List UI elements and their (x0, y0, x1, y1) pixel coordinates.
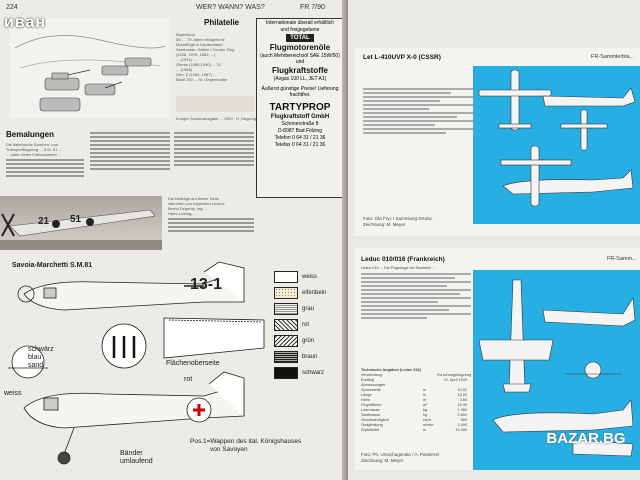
legend-item-elfenbein: elfenbein (274, 286, 342, 300)
card1-blue-drawing-panel (473, 66, 640, 224)
card1-caption: Foto: Ota Fryc / Sammlung Grünw. Zeichnu… (363, 216, 433, 227)
card2-title: Leduc 010/016 (Frankreich) (361, 256, 445, 263)
stamp-image (176, 96, 254, 112)
legend-item-weiss: weiss (274, 270, 342, 284)
philatelie-text: Bayerisbot 55: ... 75 Jahre erfolgreiche… (176, 32, 235, 82)
philatelie-title: Philatelie (204, 18, 240, 27)
label-rot: rot (184, 376, 193, 383)
card-leduc: Leduc 010/016 (Frankreich) FR-Samm... Le… (355, 248, 640, 470)
card1-tag: FR-Sammlerbla... (591, 54, 635, 60)
tank-sketch-illustration (10, 18, 170, 118)
issue-label: FR 7/90 (300, 4, 325, 11)
color-legend: weiss elfenbein grau rot grün braun schw… (274, 270, 342, 382)
label-flaechenoberseite: Flächenoberseite (166, 360, 220, 367)
page-header: WER? WANN? WAS? (196, 4, 265, 11)
label-schwarz-blau-sand: schwärz blau sand (28, 346, 54, 369)
card2-blue-drawing-panel (473, 270, 640, 470)
card2-caption: Foto: Ph. Ursochugentan / A. Pastierrei … (361, 452, 440, 463)
tartyprop-advertisement: Internationale überall erhältlich und fr… (256, 18, 344, 198)
philatelie-author: H. Degenig (236, 116, 256, 121)
legend-item-braun: braun (274, 350, 342, 364)
fuselage-code: 13-1 (190, 276, 223, 293)
drawing-title: Savoia-Marchetti S.M.81 (12, 262, 93, 269)
legend-item-grau: grau (274, 302, 342, 316)
plane-marking-21: 21 (38, 216, 50, 227)
left-magazine-page: 224 WER? WANN? WAS? FR 7/90 Philatelie B… (0, 0, 348, 480)
card2-specs-table: Technische Angaben (Leduc 016) Verwendun… (361, 368, 472, 432)
card1-text (363, 86, 473, 136)
card2-tag: FR-Samm... (607, 256, 637, 262)
sm81-line-drawing (4, 258, 270, 480)
contributors-text: Die Beiträge auf dieser Seite stammen vo… (168, 196, 254, 246)
card-let-l410: Let L-410UVP X-0 (CSSR) FR-Sammlerbla...… (355, 48, 640, 236)
plane-marking-51: 51 (70, 214, 82, 225)
article-text-col3 (174, 130, 254, 190)
philatelie-footer: Kongre Sonderausgabe ... 1990 (176, 116, 233, 121)
bemalungen-title: Bemalungen (6, 130, 55, 139)
bazar-watermark: BAZAR.BG (546, 430, 626, 447)
legend-item-schwarz: schwarz (274, 366, 342, 380)
legend-item-gruen: grün (274, 334, 342, 348)
sm81-photo: 21 51 (0, 196, 162, 250)
page-number: 224 (6, 4, 18, 11)
card2-intro: Leduc 010 ... Die Flugzeuge der Baureihe… (361, 266, 471, 321)
label-baender-umlaufend: Bänder umlaufend (120, 450, 153, 465)
legend-item-rot: rot (274, 318, 342, 332)
card1-title: Let L-410UVP X-0 (CSSR) (363, 54, 441, 61)
total-logo: TOTAL (286, 34, 314, 42)
article-text-col2 (90, 130, 170, 192)
bemalungen-text: Die italienische Bomben- und Transportfl… (6, 142, 84, 192)
label-wappen: Pos.1=Wappen des ital. Königshauses von … (190, 438, 302, 453)
watermark-top: иван (4, 14, 47, 31)
label-weiss: weiss (4, 390, 22, 397)
